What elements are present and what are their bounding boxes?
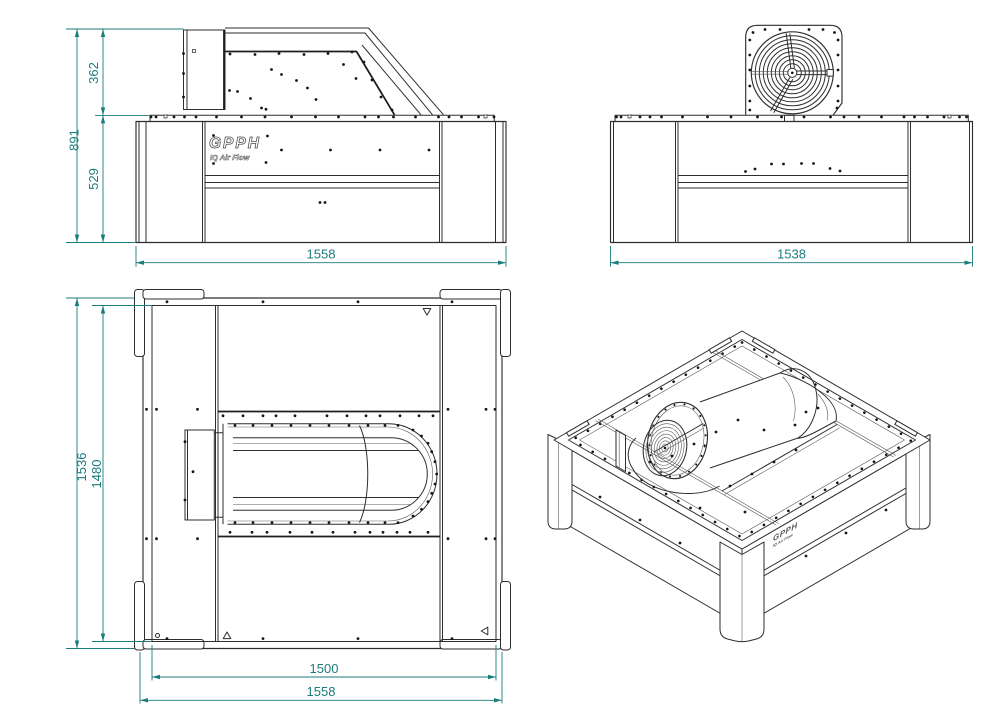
dimension-lines [76, 29, 506, 264]
right-post [905, 434, 931, 530]
dim-overall-depth: 1536 [74, 453, 89, 482]
triangle-marks [222, 308, 489, 640]
rim-inner [568, 339, 916, 541]
body-rivet-dots [212, 134, 431, 204]
band-rivet-dots [145, 407, 497, 541]
side-dimensions: 1538 [610, 246, 973, 267]
front-hood [182, 27, 444, 116]
flange-square-marks [163, 114, 488, 119]
flange-screw-dots [149, 115, 496, 119]
mounting-flange [149, 114, 495, 123]
side-flange [614, 114, 969, 123]
flange-square-marks [627, 114, 952, 119]
fan-assembly [615, 368, 837, 480]
fan-shroud [745, 24, 843, 116]
rim-corner-tabs [566, 337, 918, 437]
iso-inlet-plate [615, 429, 626, 472]
side-fan-shroud [745, 24, 843, 123]
iso-fan-grille [642, 419, 688, 477]
panel-rivet-dots [165, 300, 454, 640]
shroud-bolt-dots [748, 28, 840, 112]
front-body: GPPH IQ Air Flow [135, 120, 507, 244]
scroll-base-curb [627, 437, 720, 495]
dim-overall-width: 1558 [307, 247, 336, 262]
front-view: GPPH IQ Air Flow 891 362 529 1558 [66, 27, 507, 267]
hub-center [791, 71, 794, 75]
corner-posts [547, 434, 931, 643]
fan-drum [699, 368, 818, 469]
dim-inner-depth: 1480 [89, 460, 104, 489]
drum-fill [700, 373, 798, 468]
wall-band-lines [553, 473, 931, 589]
inlet-box [183, 29, 226, 110]
flange-screw-dots [615, 115, 968, 119]
scroll-outer-inner [227, 426, 433, 522]
scroll-outer [227, 423, 438, 525]
hood-outline [225, 27, 444, 116]
brand-tagline: IQ Air Flow [210, 153, 250, 162]
cabinet-body [609, 120, 974, 244]
inlet-plate-lines [187, 430, 223, 520]
shroud-notch [784, 114, 795, 123]
inlet-plate-dots [183, 440, 195, 502]
duct-outline [233, 437, 428, 511]
hood-wedge-fill [780, 373, 837, 439]
brand-logo: GPPH IQ Air Flow [209, 135, 261, 163]
rim-inner2 [579, 345, 905, 535]
panel-symbols [155, 308, 489, 640]
discharge-outline [222, 423, 439, 525]
dimension-lines [76, 298, 502, 701]
drum-ring [646, 401, 709, 480]
left-post [547, 434, 573, 530]
panel-dividers [215, 305, 443, 642]
dim-body-height: 529 [86, 168, 101, 190]
dim-overall-width: 1558 [307, 684, 336, 699]
front-flange [149, 114, 496, 123]
dim-overall-width: 1538 [777, 247, 806, 262]
fan-grille [750, 31, 834, 115]
extension-lines [66, 28, 507, 267]
body-band-lines [678, 175, 908, 189]
corner-brackets [134, 289, 511, 651]
body-band-lines [205, 175, 440, 189]
cabinet-body [135, 120, 507, 244]
inner-panel-outline [151, 305, 497, 642]
center-band-edges [218, 410, 440, 538]
dim-hood-height: 362 [86, 62, 101, 84]
impeller-curve [359, 425, 369, 523]
inlet-plate [183, 429, 223, 521]
brand-name: GPPH [209, 135, 261, 152]
body-rivet-dots [744, 162, 842, 173]
iso-rivet-dots [598, 406, 888, 558]
drum-ring-inner [650, 405, 705, 476]
extension-lines [66, 297, 503, 704]
duct-wall [233, 450, 418, 498]
extension-lines [610, 246, 973, 267]
inlet-box-dots [182, 52, 185, 99]
fastener-square [192, 49, 196, 53]
grille-spokes [770, 33, 834, 114]
dim-inner-width: 1500 [310, 661, 339, 676]
hood-rivet-dots [228, 50, 394, 112]
front-dimensions: 891 362 529 1558 [66, 28, 507, 267]
scroll-bolt-dots [233, 424, 439, 524]
side-view: 1538 [609, 24, 974, 267]
dim-overall-height: 891 [67, 129, 82, 151]
top-dimensions: 1536 1480 1500 1558 [66, 297, 503, 704]
circle-mark [155, 633, 160, 638]
wedge-creases [782, 376, 829, 422]
hood-inner-edge [225, 50, 396, 116]
side-body [609, 120, 974, 244]
grille-cross-left [751, 71, 789, 75]
isometric-view: GPPH IQ Air Flow [547, 330, 931, 643]
spoke-end-block [826, 69, 834, 77]
top-outline [142, 297, 503, 650]
top-view: 1536 1480 1500 1558 [66, 289, 511, 704]
duct-wall-thin [233, 443, 411, 505]
